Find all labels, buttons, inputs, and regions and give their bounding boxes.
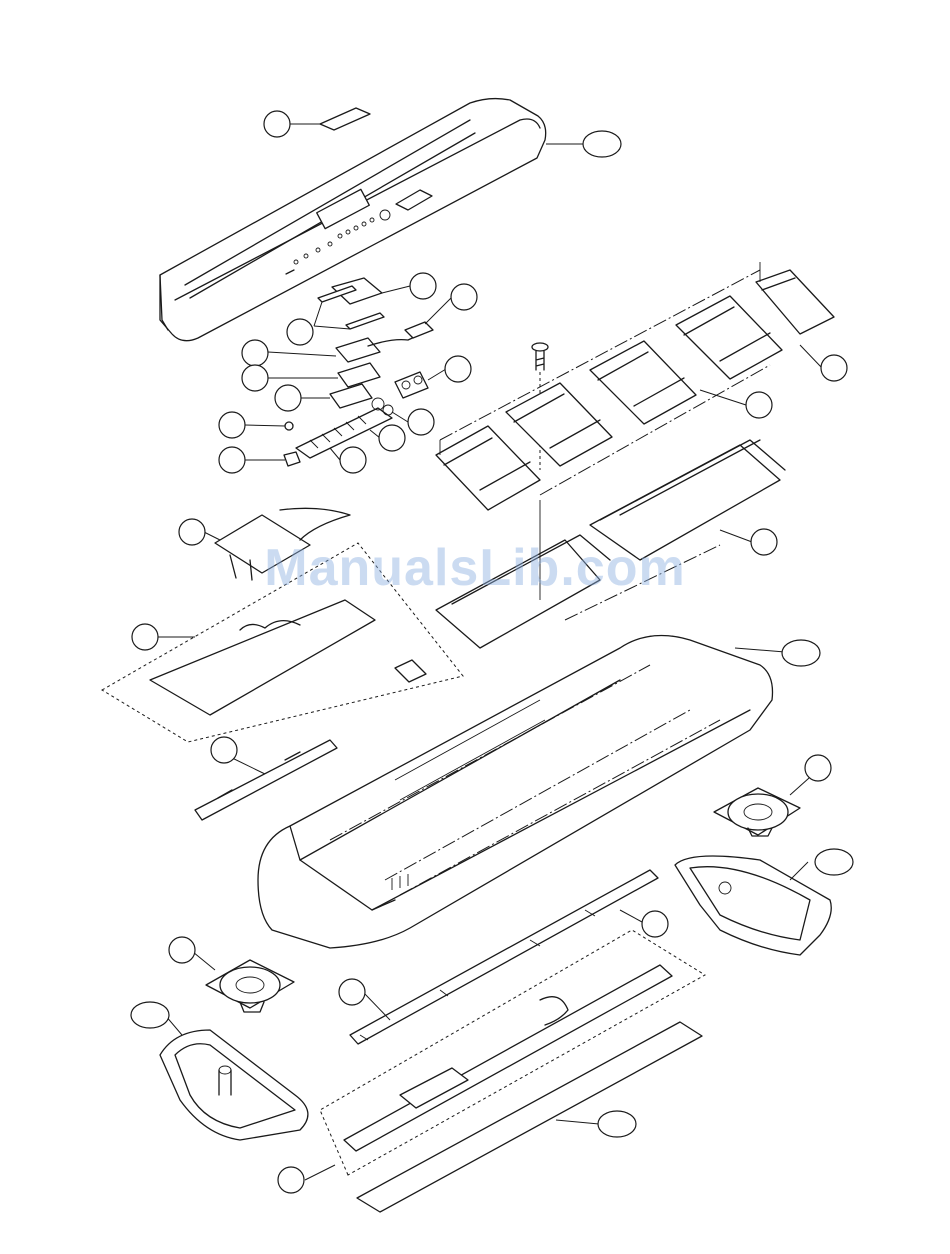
bottom-rails (320, 930, 705, 1212)
callout-c27 (131, 1002, 169, 1028)
keyboard-key-units (436, 262, 834, 510)
callout-c20 (211, 737, 237, 763)
callout-c14 (340, 447, 366, 473)
top-panel (160, 99, 546, 341)
speaker-right (714, 788, 800, 836)
callout-c05 (451, 284, 477, 310)
callout-c07 (242, 365, 268, 391)
callout-c22 (805, 755, 831, 781)
callout-c09 (445, 356, 471, 382)
callout-c06 (242, 340, 268, 366)
watermark: ManualsLib.com (0, 538, 950, 598)
callout-c23 (815, 849, 853, 875)
callout-c01 (264, 111, 290, 137)
callout-c02 (583, 131, 621, 157)
callout-c10 (219, 412, 245, 438)
nameplate (320, 108, 370, 130)
speaker-left (206, 960, 294, 1012)
callout-c28 (598, 1111, 636, 1137)
callout-c12 (219, 447, 245, 473)
callout-c08 (275, 385, 301, 411)
callout-c15 (821, 355, 847, 381)
callout-c11 (408, 409, 434, 435)
callout-c16 (746, 392, 772, 418)
bottom-case (258, 636, 773, 949)
speaker-box-left (160, 1030, 308, 1140)
callout-c26 (339, 979, 365, 1005)
speaker-box-right (675, 856, 831, 955)
callout-c19 (132, 624, 158, 650)
callout-c25 (169, 937, 195, 963)
callout-c21 (782, 640, 820, 666)
callout-c29 (278, 1167, 304, 1193)
upper-pcb-group (284, 278, 433, 466)
callout-c24 (642, 911, 668, 937)
callout-c04 (287, 319, 313, 345)
callout-c03 (410, 273, 436, 299)
callout-c13 (379, 425, 405, 451)
